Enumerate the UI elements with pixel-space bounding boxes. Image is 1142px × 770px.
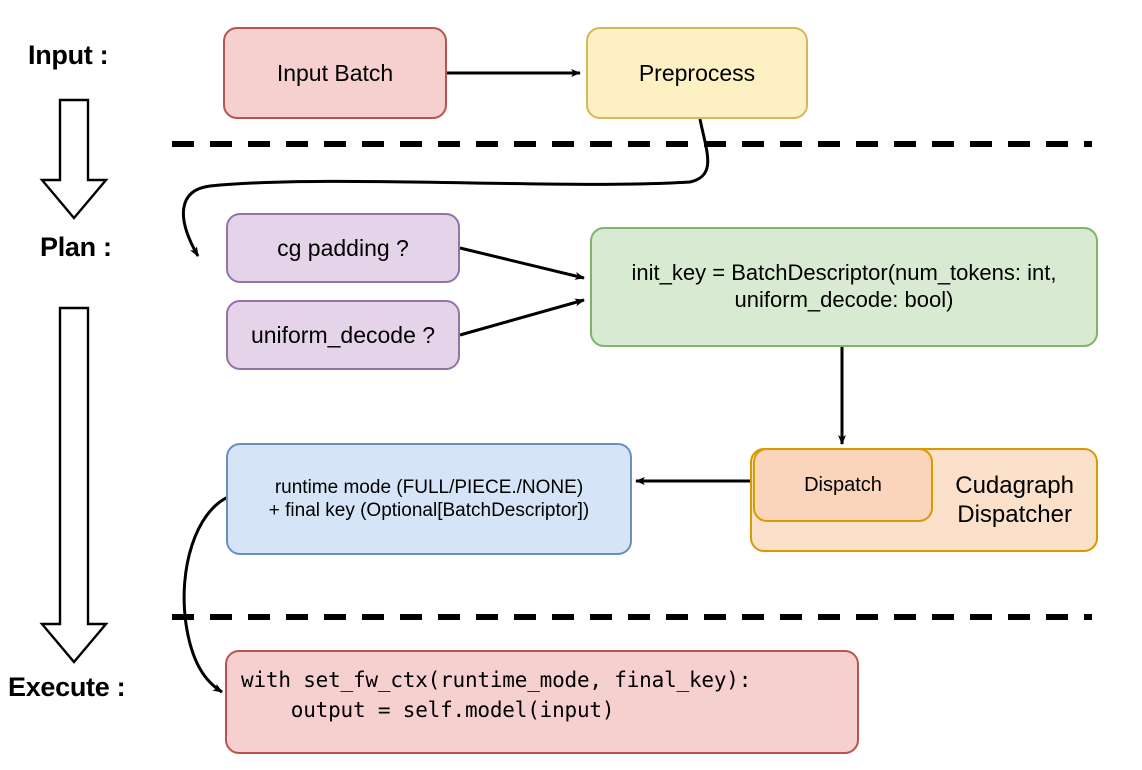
uniform-decode-to-init-key-arrow — [459, 298, 585, 337]
node-uniform-decode[interactable]: uniform_decode ? — [226, 300, 460, 370]
node-cg-padding[interactable]: cg padding ? — [226, 213, 460, 283]
node-execute-code[interactable]: with set_fw_ctx(runtime_mode, final_key)… — [225, 650, 859, 754]
stage-label-execute: Execute : — [8, 672, 126, 702]
node-dispatch[interactable]: Dispatch — [753, 448, 933, 522]
stage-label-input: Input : — [28, 40, 109, 70]
stage-label-plan: Plan : — [40, 232, 112, 262]
plan-to-execute-block-arrow — [39, 306, 109, 664]
cg-padding-to-init-key-arrow — [459, 246, 585, 280]
node-runtime-mode[interactable]: runtime mode (FULL/PIECE./NONE) + final … — [226, 443, 632, 555]
input-to-plan-block-arrow — [39, 98, 109, 220]
node-input-batch[interactable]: Input Batch — [223, 27, 447, 119]
node-preprocess[interactable]: Preprocess — [586, 27, 808, 119]
runtime-mode-to-execute-code-arrow — [182, 495, 229, 694]
node-init-key[interactable]: init_key = BatchDescriptor(num_tokens: i… — [590, 227, 1098, 347]
